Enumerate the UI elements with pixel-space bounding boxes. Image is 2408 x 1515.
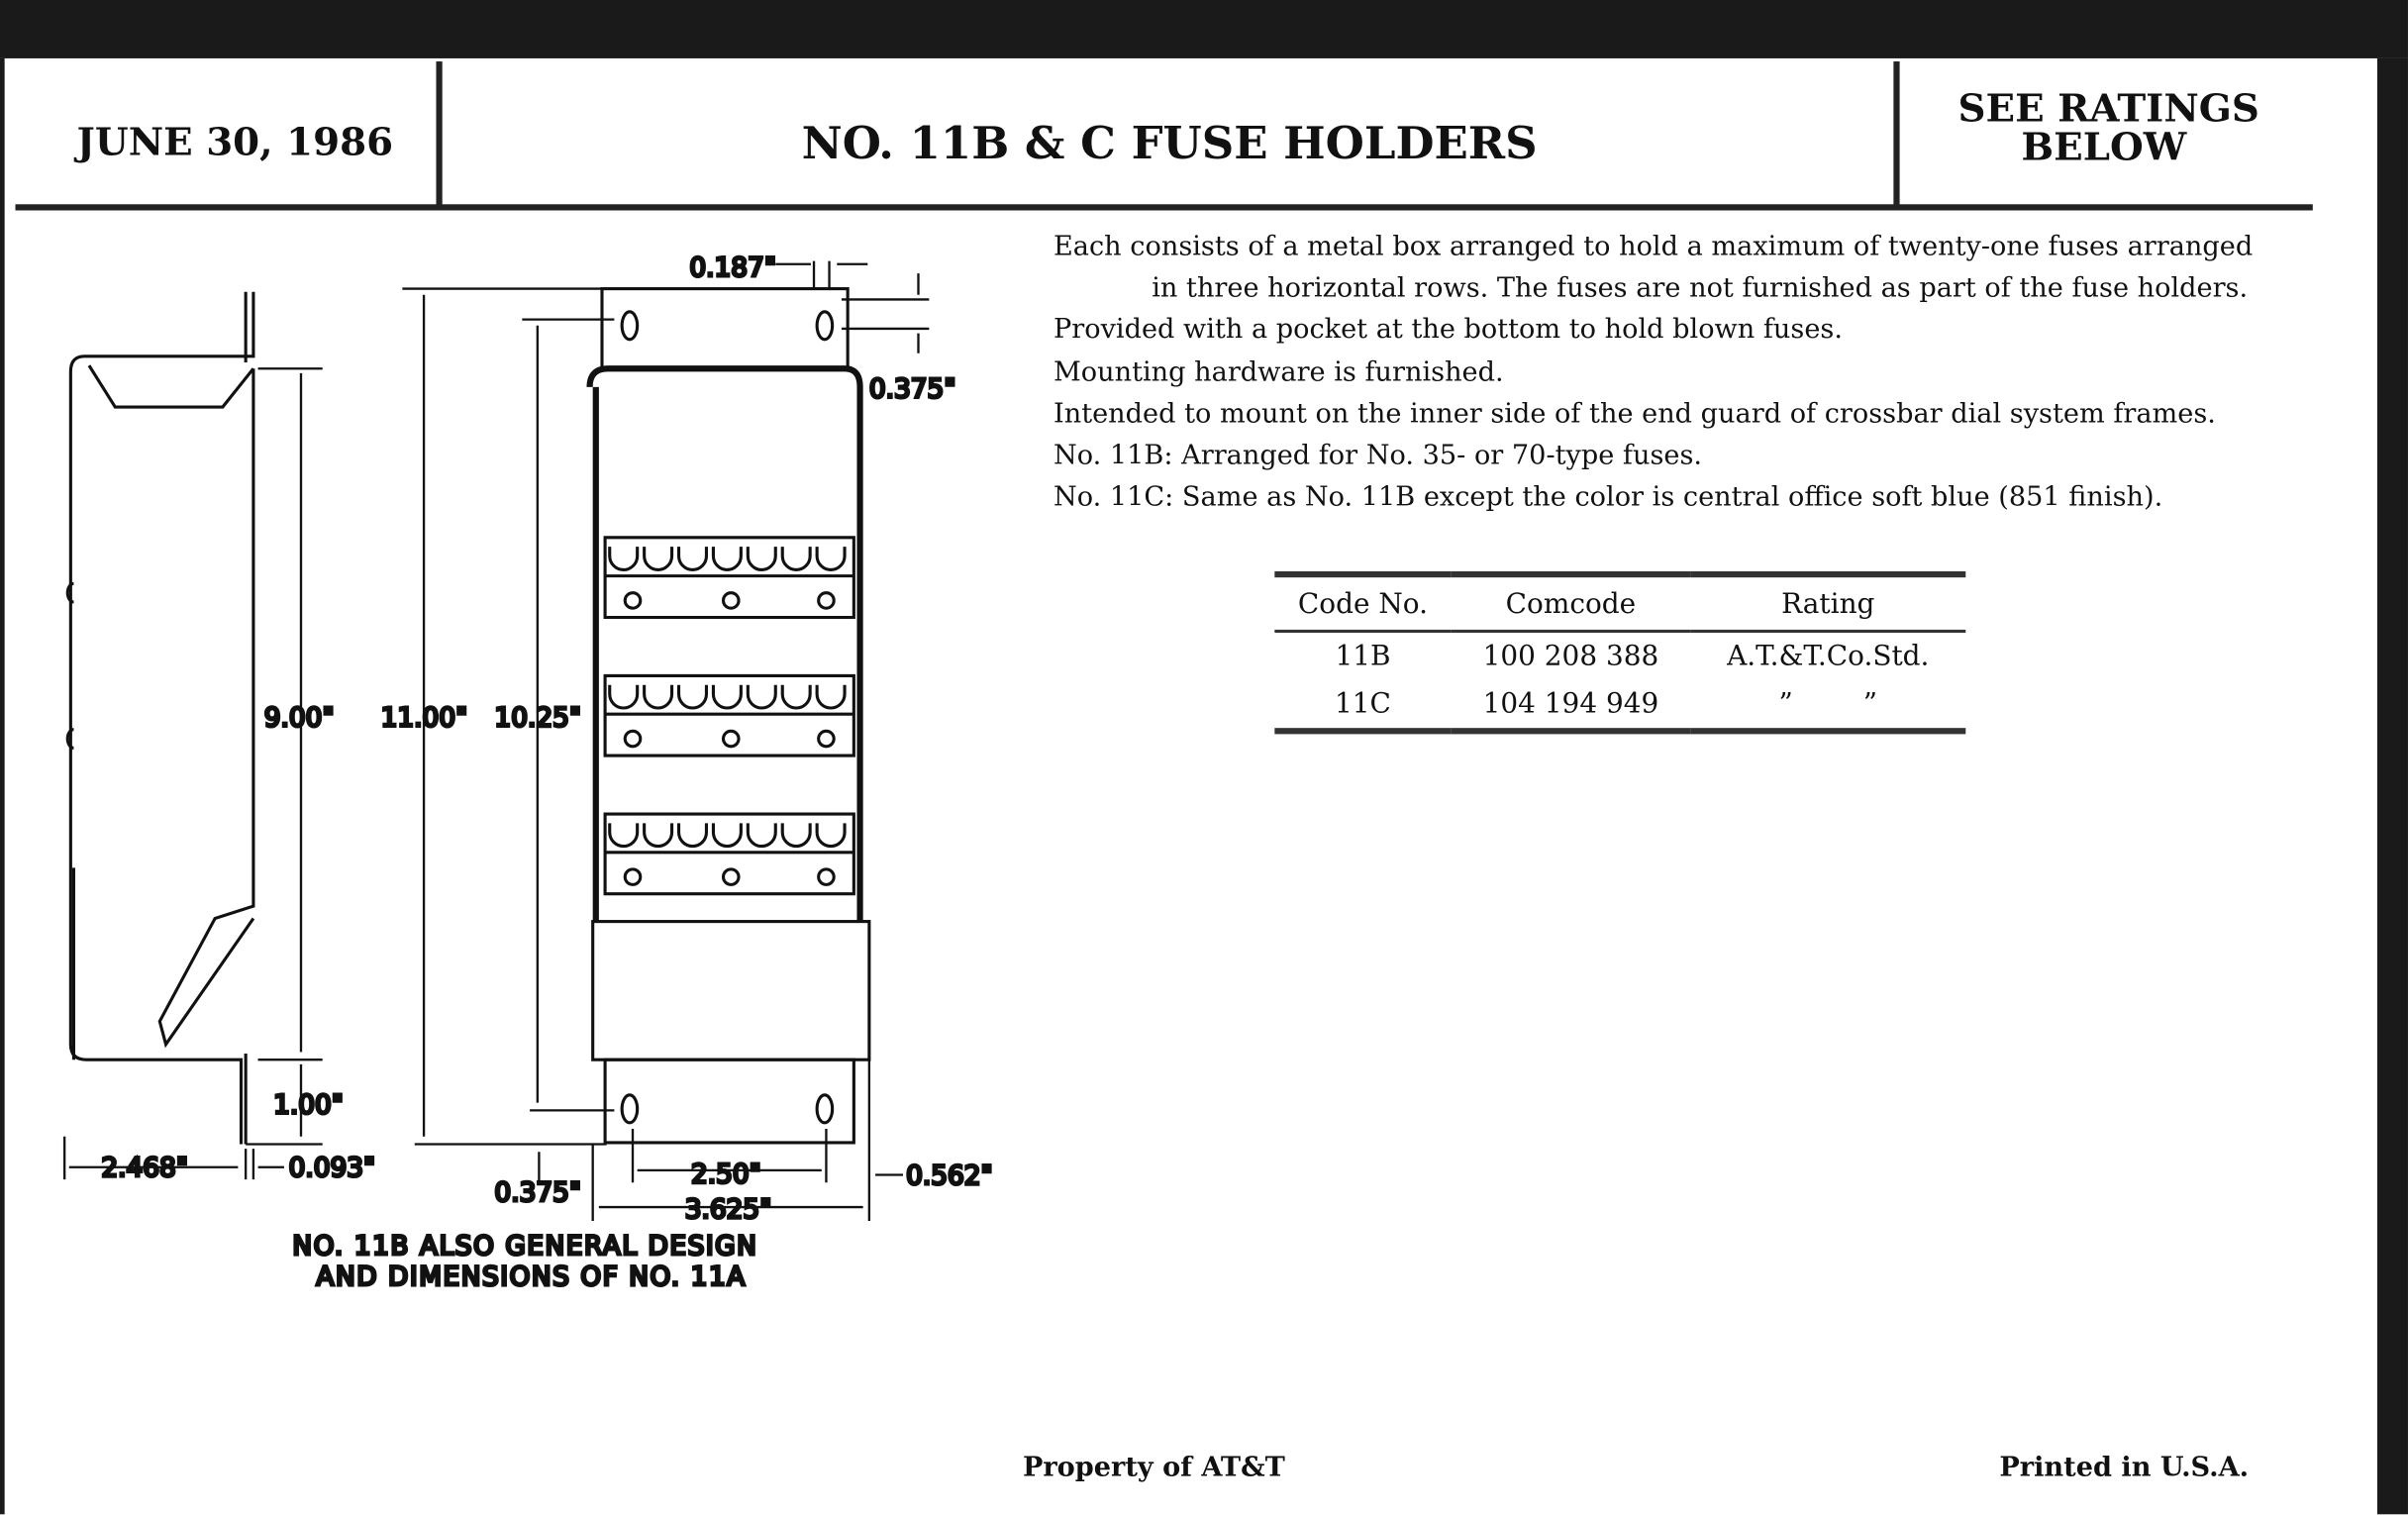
description-line: Each consists of a metal box arranged to… [1053, 232, 2254, 263]
description: Each consists of a metal box arranged to… [1054, 228, 2253, 520]
fuse-row [603, 812, 855, 896]
dim-900: 9.00" [264, 704, 335, 734]
dim-0093: 0.093" [289, 1154, 376, 1183]
screw-hole [721, 729, 741, 749]
header-note-line1: SEE RATINGS [1957, 85, 2259, 131]
dimension-lines [62, 260, 930, 1222]
table-header-row: Code No. Comcode Rating [1274, 570, 1966, 634]
screw-hole [623, 729, 643, 749]
header-rule [15, 204, 2313, 211]
header-divider [1893, 61, 1900, 208]
cell-rating: A.T.&T.Co.Std. [1727, 640, 1930, 673]
scan-border-right [2376, 57, 2408, 1515]
dim-0187: 0.187" [689, 253, 776, 283]
fuse-rows [603, 310, 855, 1125]
header-divider [436, 61, 443, 208]
description-line: Provided with a pocket at the bottom to … [1053, 315, 1843, 347]
fuse-row [603, 673, 855, 758]
dim-0375-bottom: 0.375" [494, 1178, 581, 1208]
description-line: Intended to mount on the inner side of t… [1053, 398, 2216, 430]
dim-1100: 11.00" [381, 704, 468, 734]
screw-hole [623, 867, 643, 886]
description-line: No. 11C: Same as No. 11B except the colo… [1053, 482, 2163, 514]
drawing-caption: NO. 11B ALSO GENERAL DESIGN [292, 1232, 757, 1262]
screw-hole [721, 591, 741, 610]
front-view [586, 287, 871, 1145]
header-note-line2: BELOW [2021, 124, 2187, 169]
cell-comcode: 104 194 949 [1451, 680, 1691, 735]
description-line: in three horizontal rows. The fuses are … [1152, 273, 2249, 305]
dim-100: 1.00" [273, 1090, 344, 1120]
dim-2468: 2.468" [101, 1154, 188, 1183]
dim-250: 2.50" [691, 1160, 761, 1189]
screw-hole [721, 867, 741, 886]
mounting-slot [815, 310, 835, 342]
dim-1025: 10.25" [494, 704, 581, 734]
cell-comcode: 100 208 388 [1482, 640, 1659, 673]
scan-border-top [0, 0, 2408, 58]
screw-hole [623, 591, 643, 610]
dimension-labels: 0.187" 0.375" 9.00" 11.00" 10.25" 1.00" … [100, 252, 994, 1294]
fuse-holder-drawing: 0.187" 0.375" 9.00" 11.00" 10.25" 1.00" … [62, 252, 994, 1294]
side-view [65, 291, 255, 1145]
scan-border-left [0, 57, 5, 1515]
fuse-row [603, 536, 855, 620]
mounting-slot [620, 310, 640, 342]
screw-hole [817, 729, 836, 749]
description-line: Mounting hardware is furnished. [1053, 356, 1504, 388]
footer-property: Property of AT&T [1022, 1453, 1285, 1484]
table-row: 11B 100 208 388 A.T.&T.Co.Std. [1274, 631, 1965, 680]
cell-code: 11C [1274, 680, 1452, 735]
table-row: 11C 104 194 949 ” ” [1274, 680, 1966, 735]
footer-printed: Printed in U.S.A. [1999, 1453, 2250, 1484]
cell-rating: ” ” [1690, 680, 1966, 735]
cell-code: 11B [1335, 640, 1391, 673]
mounting-slot [620, 1093, 640, 1125]
drawing-caption: AND DIMENSIONS OF NO. 11A [316, 1262, 747, 1292]
col-rating: Rating [1690, 570, 1966, 634]
ratings-table: Code No. Comcode Rating 11B 100 208 388 … [1274, 570, 1966, 735]
description-line: No. 11B: Arranged for No. 35- or 70-type… [1053, 441, 1703, 472]
mounting-slot [815, 1093, 835, 1125]
dim-0562: 0.562" [906, 1162, 993, 1191]
dim-0375-top: 0.375" [869, 375, 956, 405]
col-code: Code No. [1274, 570, 1452, 634]
page-title: NO. 11B & C FUSE HOLDERS [801, 116, 1538, 169]
screw-hole [817, 867, 836, 886]
dim-3625: 3.625" [685, 1195, 772, 1225]
col-comcode: Comcode [1451, 570, 1691, 634]
screw-hole [817, 591, 836, 610]
header-date: JUNE 30, 1986 [76, 119, 394, 164]
